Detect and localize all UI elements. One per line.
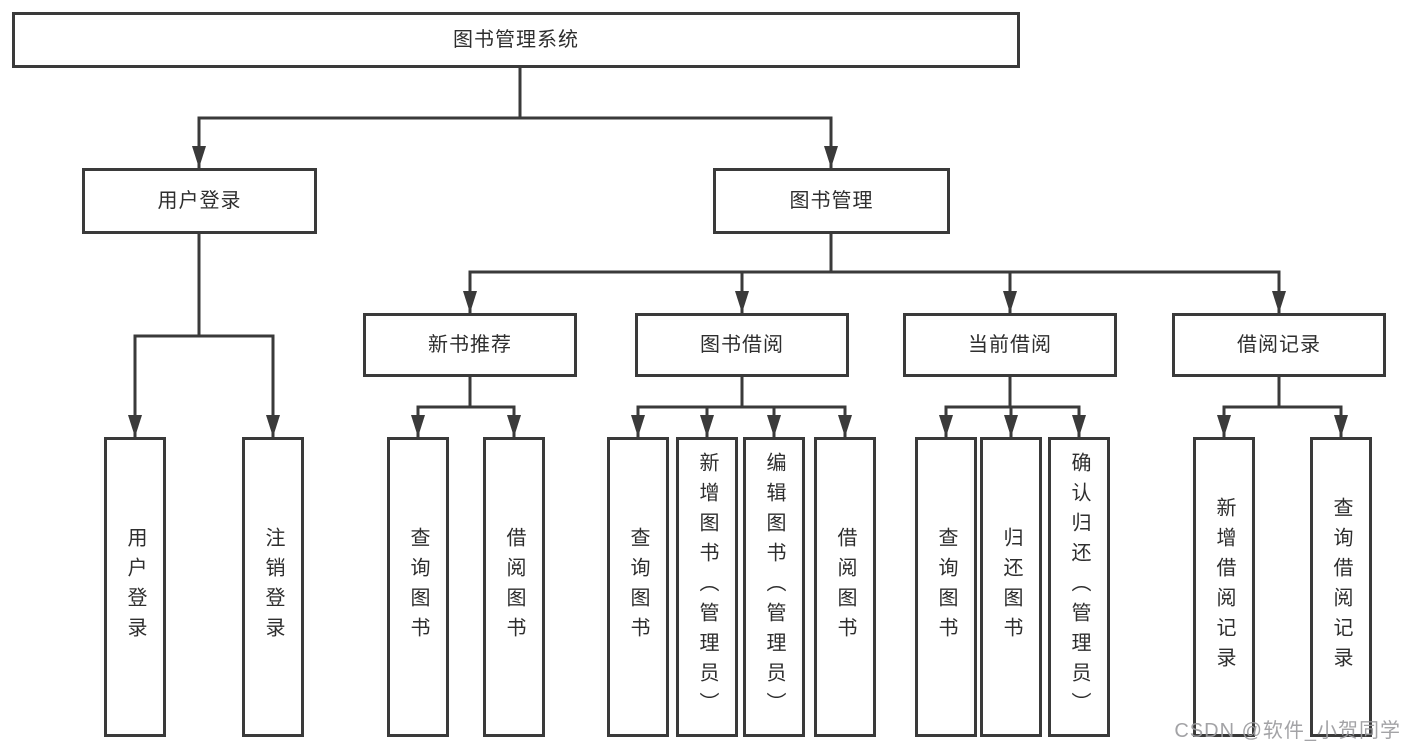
leaf-return-books: 归还图书 (980, 437, 1042, 737)
leaf-borrow-books: 借阅图书 (814, 437, 876, 737)
leaf-edit-books-admin: 编辑图书（管理员） (743, 437, 805, 737)
node-borrowing-records: 借阅记录 (1172, 313, 1386, 377)
node-book-borrowing: 图书借阅 (635, 313, 849, 377)
leaf-query-books-recommend: 查询图书 (387, 437, 449, 737)
node-book-management: 图书管理 (713, 168, 950, 234)
node-new-book-recommendation: 新书推荐 (363, 313, 577, 377)
leaf-confirm-return-admin: 确认归还（管理员） (1048, 437, 1110, 737)
leaf-borrow-books-recommend: 借阅图书 (483, 437, 545, 737)
leaf-add-borrow-record: 新增借阅记录 (1193, 437, 1255, 737)
leaf-logout: 注销登录 (242, 437, 304, 737)
leaf-query-books-borrow: 查询图书 (607, 437, 669, 737)
node-user-login: 用户登录 (82, 168, 317, 234)
csdn-watermark: CSDN @软件_小贺同学 (1174, 720, 1401, 742)
node-current-borrowing: 当前借阅 (903, 313, 1117, 377)
leaf-user-login: 用户登录 (104, 437, 166, 737)
leaf-add-books-admin: 新增图书（管理员） (676, 437, 738, 737)
leaf-query-books-current: 查询图书 (915, 437, 977, 737)
node-library-management-system: 图书管理系统 (12, 12, 1020, 68)
leaf-query-borrow-record: 查询借阅记录 (1310, 437, 1372, 737)
